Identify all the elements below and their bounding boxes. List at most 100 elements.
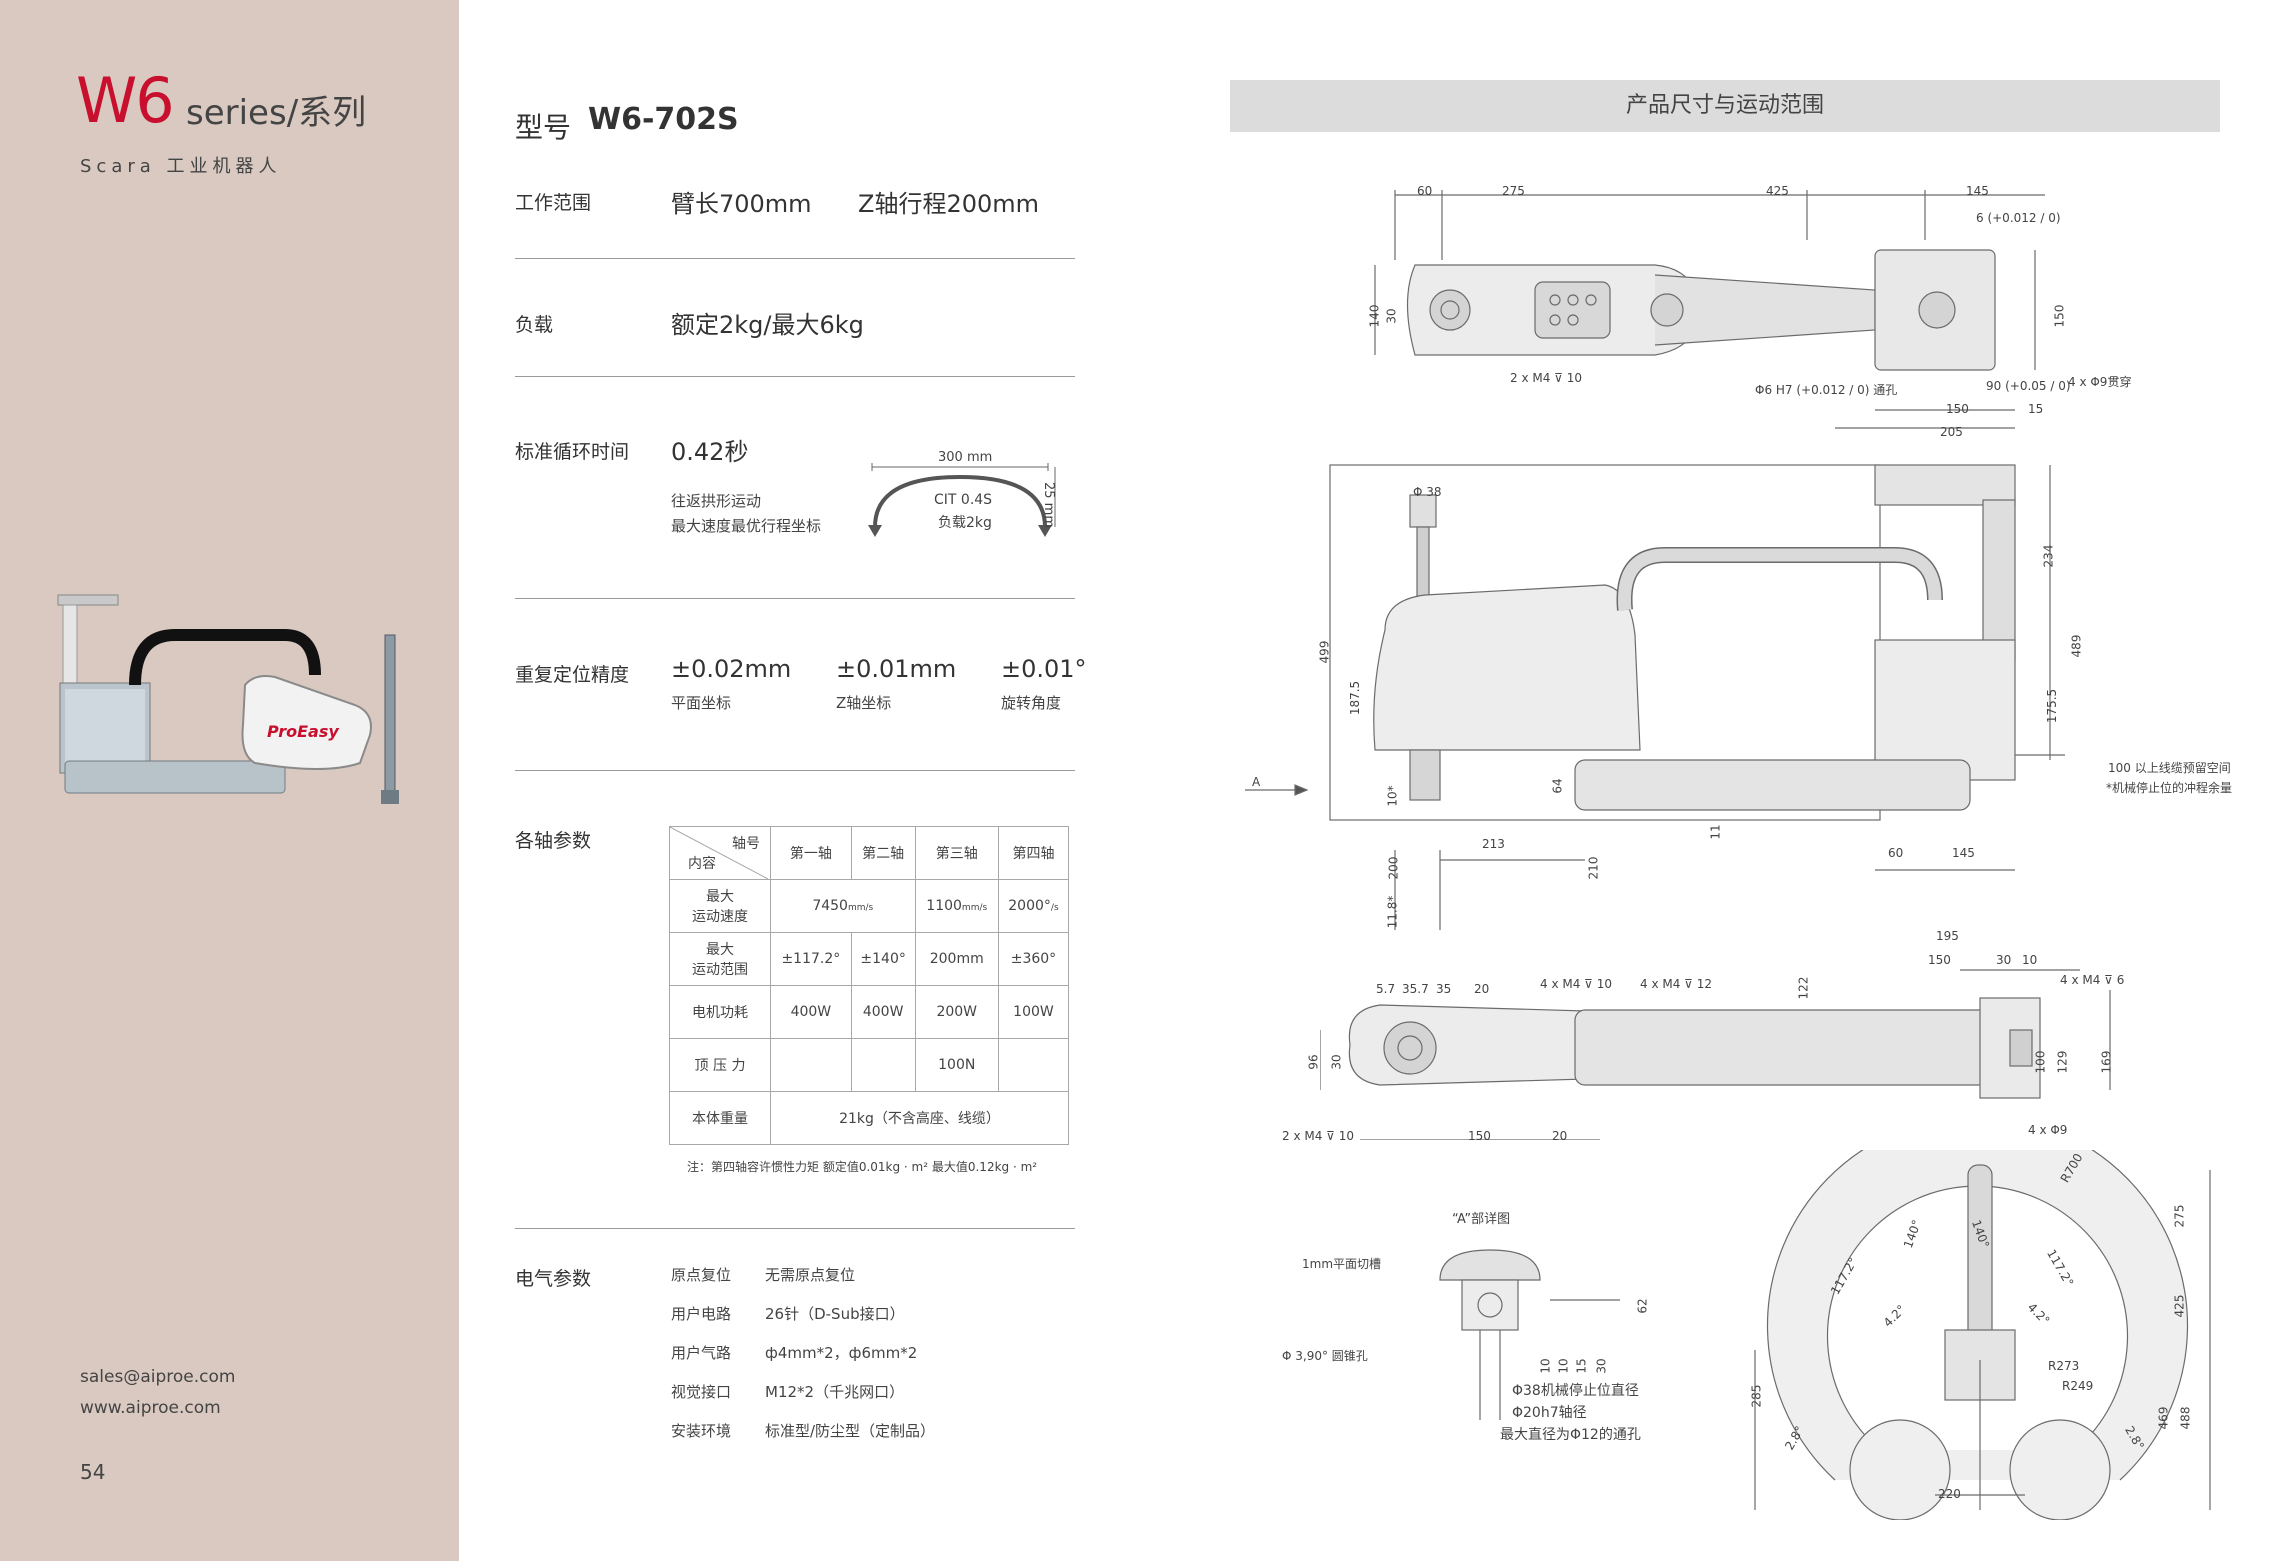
axis-params-label: 各轴参数 bbox=[515, 830, 592, 852]
elec-key: 视觉接口 bbox=[671, 1383, 732, 1401]
model-label: 型号 bbox=[515, 111, 572, 144]
dimension-label: 140 bbox=[1367, 304, 1382, 328]
dimension-label: 150 bbox=[2052, 304, 2067, 328]
brand-subtitle: Scara 工业机器人 bbox=[80, 156, 282, 177]
elec-key: 用户电路 bbox=[671, 1305, 732, 1323]
elec-value: 无需原点复位 bbox=[765, 1266, 856, 1284]
dimension-label: Φ6 H7 (+0.012 / 0) 通孔 bbox=[1755, 383, 1898, 397]
dimension-label: 10 bbox=[1556, 1358, 1571, 1374]
robot-logo-text: ProEasy bbox=[267, 722, 339, 741]
table-cell: 2000°/s bbox=[997, 879, 1070, 933]
page-number: 54 bbox=[80, 1460, 106, 1484]
work-range-label: 工作范围 bbox=[515, 192, 592, 214]
repeat-xy-caption: 平面坐标 bbox=[671, 694, 732, 712]
dimension-label: 15 bbox=[2028, 402, 2044, 416]
dimension-label: 488 bbox=[2178, 1406, 2193, 1430]
dimension-label: 145 bbox=[1966, 184, 1989, 198]
table-row: 本体重量 21kg（不含高座、线缆） bbox=[669, 1091, 1069, 1145]
dimension-label: 35.7 bbox=[1402, 982, 1429, 996]
dimension-label: 499 bbox=[1317, 640, 1332, 664]
dimension-label: 60 bbox=[1888, 846, 1904, 860]
dimension-label: 10 bbox=[2022, 953, 2038, 967]
dimension-label: 205 bbox=[1940, 425, 1963, 439]
dimension-label: 10 bbox=[1538, 1358, 1553, 1374]
dimension-label: 175.5 bbox=[2045, 688, 2060, 724]
table-cell: ±140° bbox=[850, 932, 916, 986]
dimension-label: 275 bbox=[1502, 184, 1525, 198]
cell-text: 7450 bbox=[812, 898, 848, 914]
table-cell: 400W bbox=[770, 985, 852, 1039]
elec-value: 26针（D-Sub接口） bbox=[765, 1305, 905, 1323]
dimension-label: 90 (+0.05 / 0) bbox=[1986, 379, 2071, 393]
dimension-label: 489 bbox=[2069, 634, 2084, 658]
contact-email[interactable]: sales@aiproe.com bbox=[80, 1367, 236, 1387]
table-cell: 21kg（不含高座、线缆） bbox=[770, 1091, 1069, 1145]
cell-text: 2000° bbox=[1008, 898, 1051, 914]
dimension-label: 2 x M4 ⊽ 10 bbox=[1510, 371, 1583, 385]
repeat-z-caption: Z轴坐标 bbox=[836, 694, 892, 712]
dimension-label: Φ38机械停止位直径 bbox=[1512, 1383, 1639, 1399]
cell-text: /s bbox=[1050, 903, 1059, 913]
table-cell bbox=[850, 1038, 916, 1092]
table-cell: 400W bbox=[850, 985, 916, 1039]
dimension-label: 20 bbox=[1474, 982, 1490, 996]
cycle-value: 0.42秒 bbox=[671, 438, 749, 466]
table-note: 注：第四轴容许惯性力矩 额定值0.01kg · m² 最大值0.12kg · m… bbox=[687, 1160, 1038, 1174]
dimension-label: 15 bbox=[1574, 1358, 1589, 1374]
table-cell: 200mm bbox=[914, 932, 999, 986]
detail-a-drawing bbox=[1439, 1249, 1620, 1420]
table-cell: 顶 压 力 bbox=[669, 1038, 771, 1092]
cell-text: 轴号 bbox=[732, 836, 760, 852]
dimension-label: 425 bbox=[1766, 184, 1789, 198]
dimension-label: 129 bbox=[2055, 1050, 2070, 1074]
table-cell: 1100mm/s bbox=[914, 879, 999, 933]
table-row: 电机功耗 400W 400W 200W 100W bbox=[669, 985, 1070, 1039]
arc-height: 25 mm bbox=[1041, 482, 1056, 529]
dimension-label: 5.7 bbox=[1376, 982, 1396, 996]
arc-cit: CIT 0.4S bbox=[934, 492, 993, 508]
divider bbox=[515, 598, 1075, 599]
dimension-label: Φ 38 bbox=[1413, 485, 1442, 499]
dimension-label: 469 bbox=[2156, 1406, 2171, 1430]
dimension-label: 10* bbox=[1385, 785, 1400, 807]
dimension-label: 30 bbox=[1329, 1054, 1344, 1070]
dimension-label: R273 bbox=[2048, 1359, 2080, 1373]
dimension-label: 187.5 bbox=[1348, 680, 1363, 716]
cell-text: mm/s bbox=[847, 903, 874, 913]
divider bbox=[515, 770, 1075, 771]
motion-range-drawing bbox=[1754, 1150, 2211, 1520]
table-cell: 本体重量 bbox=[669, 1091, 771, 1145]
dimension-label: 1mm平面切槽 bbox=[1302, 1257, 1382, 1271]
repeatability-label: 重复定位精度 bbox=[515, 664, 630, 686]
table-cell: 100N bbox=[914, 1038, 999, 1092]
dimension-label: Φ 3,90° 圆锥孔 bbox=[1282, 1349, 1368, 1363]
dimension-label: 150 bbox=[1468, 1129, 1491, 1143]
repeat-z-value: ±0.01mm bbox=[836, 655, 957, 683]
table-cell: ±117.2° bbox=[770, 932, 852, 986]
dimension-label: 20 bbox=[1552, 1129, 1568, 1143]
dimension-label: 2 x M4 ⊽ 10 bbox=[1282, 1129, 1355, 1143]
table-row: 最大运动范围 ±117.2° ±140° 200mm ±360° bbox=[669, 932, 1070, 986]
divider bbox=[515, 258, 1075, 259]
elec-value: 标准型/防尘型（定制品） bbox=[765, 1422, 936, 1440]
dimension-label: 234 bbox=[2041, 544, 2056, 568]
dimension-label: 213 bbox=[1482, 837, 1505, 851]
dimension-label: 60 bbox=[1417, 184, 1433, 198]
dimension-label: 64 bbox=[1550, 778, 1565, 794]
dimension-label: 11.8* bbox=[1385, 895, 1400, 929]
dimension-label: 145 bbox=[1952, 846, 1975, 860]
electrical-label: 电气参数 bbox=[515, 1268, 592, 1290]
elec-value: M12*2（千兆网口） bbox=[765, 1383, 905, 1401]
table-header: 第二轴 bbox=[850, 826, 916, 880]
dimension-label: 4 x Φ9 bbox=[2028, 1123, 2068, 1137]
dimension-label: 100 以上线缆预留空间 bbox=[2108, 761, 2231, 775]
table-corner-cell: 轴号 内容 bbox=[669, 826, 771, 880]
table-cell bbox=[997, 1038, 1070, 1092]
top-view-drawing bbox=[1374, 190, 2045, 429]
model-value: W6-702S bbox=[588, 102, 739, 137]
cell-text: 1100 bbox=[926, 898, 962, 914]
brand-model-mark: W6 bbox=[76, 64, 175, 137]
dimension-label: 220 bbox=[1938, 1487, 1961, 1501]
axis-params-table: 轴号 内容 第一轴 第二轴 第三轴 第四轴 最大运动速度 7450mm/s 11… bbox=[669, 826, 1070, 1145]
contact-website[interactable]: www.aiproe.com bbox=[80, 1398, 221, 1418]
